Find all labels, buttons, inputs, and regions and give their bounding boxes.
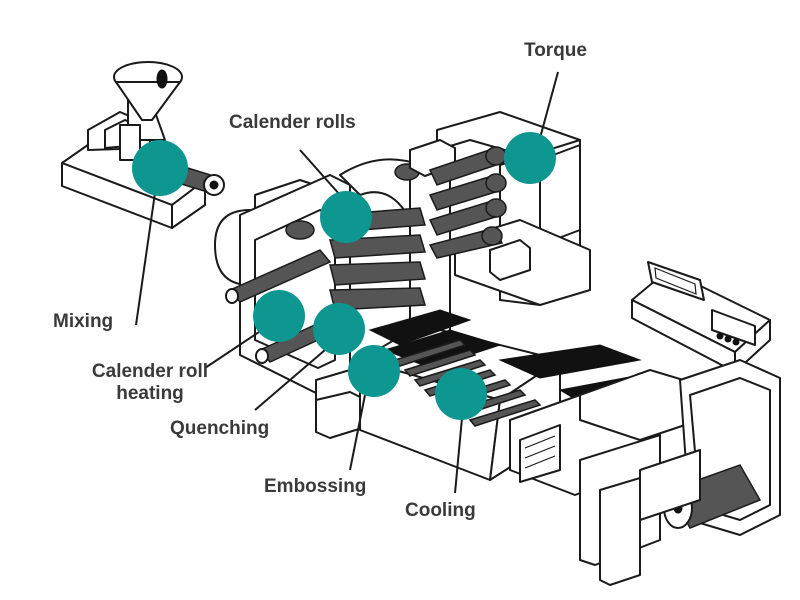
leader-quenching — [254, 349, 326, 411]
winder-unit — [509, 359, 781, 586]
label-embossing: Embossing — [264, 476, 367, 497]
label-calender-roll-heating-line2: heating — [116, 383, 184, 404]
label-mixing: Mixing — [53, 311, 114, 332]
marker-torque — [504, 132, 556, 184]
leader-torque — [539, 71, 559, 139]
leader-calender-rolls — [299, 149, 341, 196]
leader-embossing — [349, 394, 366, 471]
marker-quenching — [313, 303, 365, 355]
leader-cooling — [454, 417, 463, 494]
control-panel — [631, 261, 771, 373]
label-calender-roll-heating: Calender roll heating — [80, 361, 220, 405]
mixer-unit — [61, 61, 225, 229]
leader-lines — [135, 71, 559, 494]
label-calender-rolls: Calender rolls — [229, 112, 356, 133]
marker-embossing — [348, 345, 400, 397]
leader-mixing — [135, 192, 156, 326]
label-quenching: Quenching — [170, 418, 270, 439]
label-cooling: Cooling — [405, 500, 476, 521]
marker-cooling — [435, 368, 487, 420]
process-markers — [132, 132, 556, 420]
label-torque: Torque — [524, 40, 587, 61]
label-calender-roll-heating-line1: Calender roll — [91, 361, 209, 382]
leader-calender-roll-heating — [204, 329, 263, 369]
marker-calender-rolls — [320, 191, 372, 243]
marker-mixing — [132, 140, 188, 196]
marker-calender-roll-heating — [253, 290, 305, 342]
